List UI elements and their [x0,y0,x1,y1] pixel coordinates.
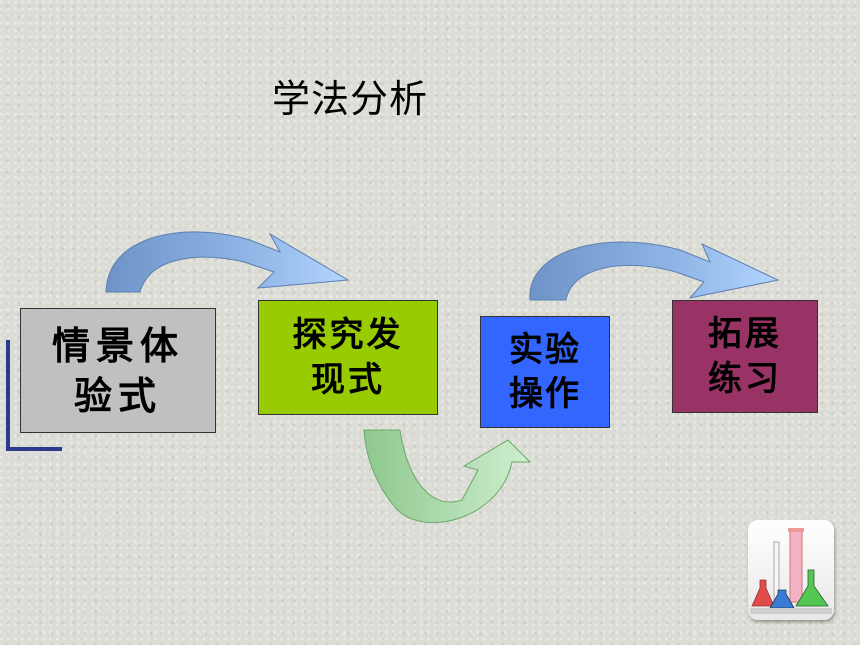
slide-title: 学法分析 [272,77,429,121]
stage-box-situational: 情景体 验式 [20,308,216,433]
decorative-bracket-foot [6,447,62,451]
curved-arrow-icon [363,429,532,523]
stage-box-inquiry: 探究发 现式 [258,300,438,415]
stage-box-experiment: 实验 操作 [480,316,610,428]
stage-box-extension: 拓展 练习 [672,300,818,413]
lab-glassware-icon [748,520,834,620]
curved-arrow-icon [105,231,350,293]
decorative-bracket-line [6,340,10,450]
curved-arrow-icon [529,241,780,301]
